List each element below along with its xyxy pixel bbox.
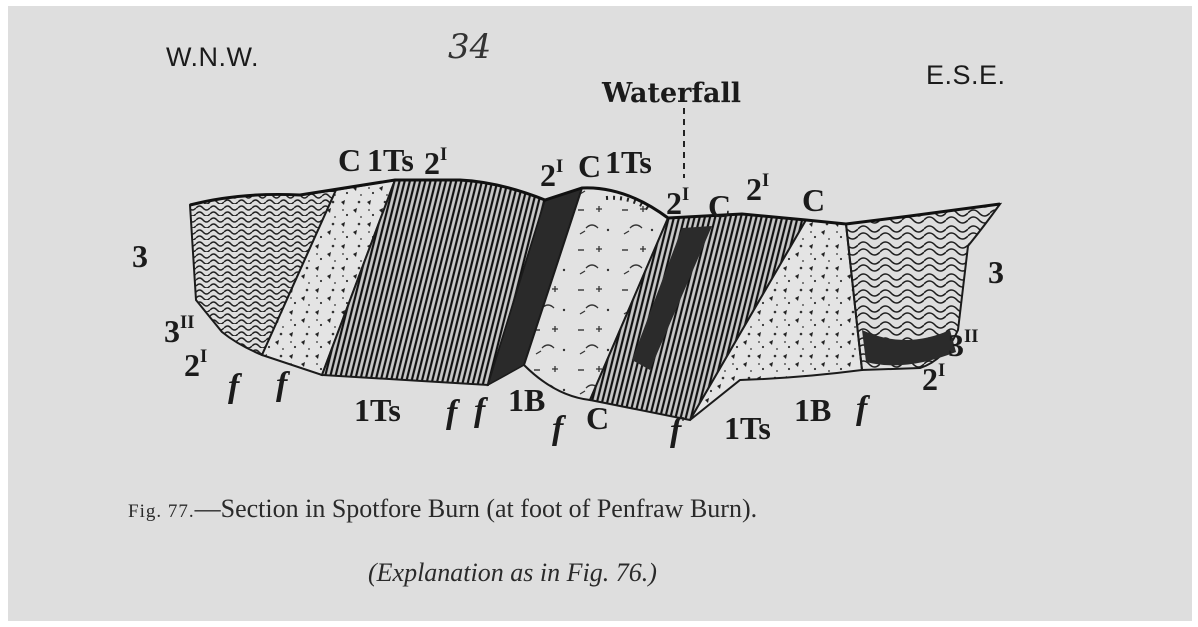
label-fault-6: f xyxy=(670,414,681,448)
label-fault-4: f xyxy=(474,394,485,428)
label-2i-top-4: 2I xyxy=(746,172,769,205)
label-1b-bottom-2: 1B xyxy=(794,394,831,426)
label-c-top-4: C xyxy=(802,184,825,216)
label-fault-7: f xyxy=(856,392,867,426)
label-2i-top-1: 2I xyxy=(424,146,447,179)
label-1ts-top-1: 1Ts xyxy=(367,144,414,176)
waterfall-label: Waterfall xyxy=(602,80,741,107)
label-fault-1: f xyxy=(228,370,239,404)
label-3ii-left: 3II xyxy=(164,314,194,347)
direction-label-left: W.N.W. xyxy=(166,44,259,71)
figure-subcaption: (Explanation as in Fig. 76.) xyxy=(368,560,657,586)
label-3ii-right: 3II xyxy=(948,328,978,361)
figure-number: Fig. 77. xyxy=(128,501,195,522)
figure-caption-text: —Section in Spotfore Burn (at foot of Pe… xyxy=(195,494,758,523)
label-3-left: 3 xyxy=(132,240,148,272)
label-c-top-3: C xyxy=(708,190,731,222)
label-c-bottom: C xyxy=(586,402,609,434)
label-2i-right: 2I xyxy=(922,362,945,395)
label-c-top-2: C xyxy=(578,150,601,182)
label-c-top-1: C xyxy=(338,144,361,176)
label-3-right: 3 xyxy=(988,256,1004,288)
label-fault-2: f xyxy=(276,368,287,402)
label-1ts-bottom-1: 1Ts xyxy=(354,394,401,426)
direction-label-right: E.S.E. xyxy=(926,62,1006,89)
label-fault-3: f xyxy=(446,396,457,430)
handwritten-page-number: 34 xyxy=(448,30,491,64)
label-fault-5: f xyxy=(552,412,563,446)
label-1b-bottom-1: 1B xyxy=(508,384,545,416)
label-1ts-bottom-2: 1Ts xyxy=(724,412,771,444)
label-2i-top-2: 2I xyxy=(540,158,563,191)
label-2i-left: 2I xyxy=(184,348,207,381)
label-1ts-top-2: 1Ts xyxy=(605,146,652,178)
figure-caption: Fig. 77.—Section in Spotfore Burn (at fo… xyxy=(128,496,757,522)
label-2i-top-3: 2I xyxy=(666,186,689,219)
